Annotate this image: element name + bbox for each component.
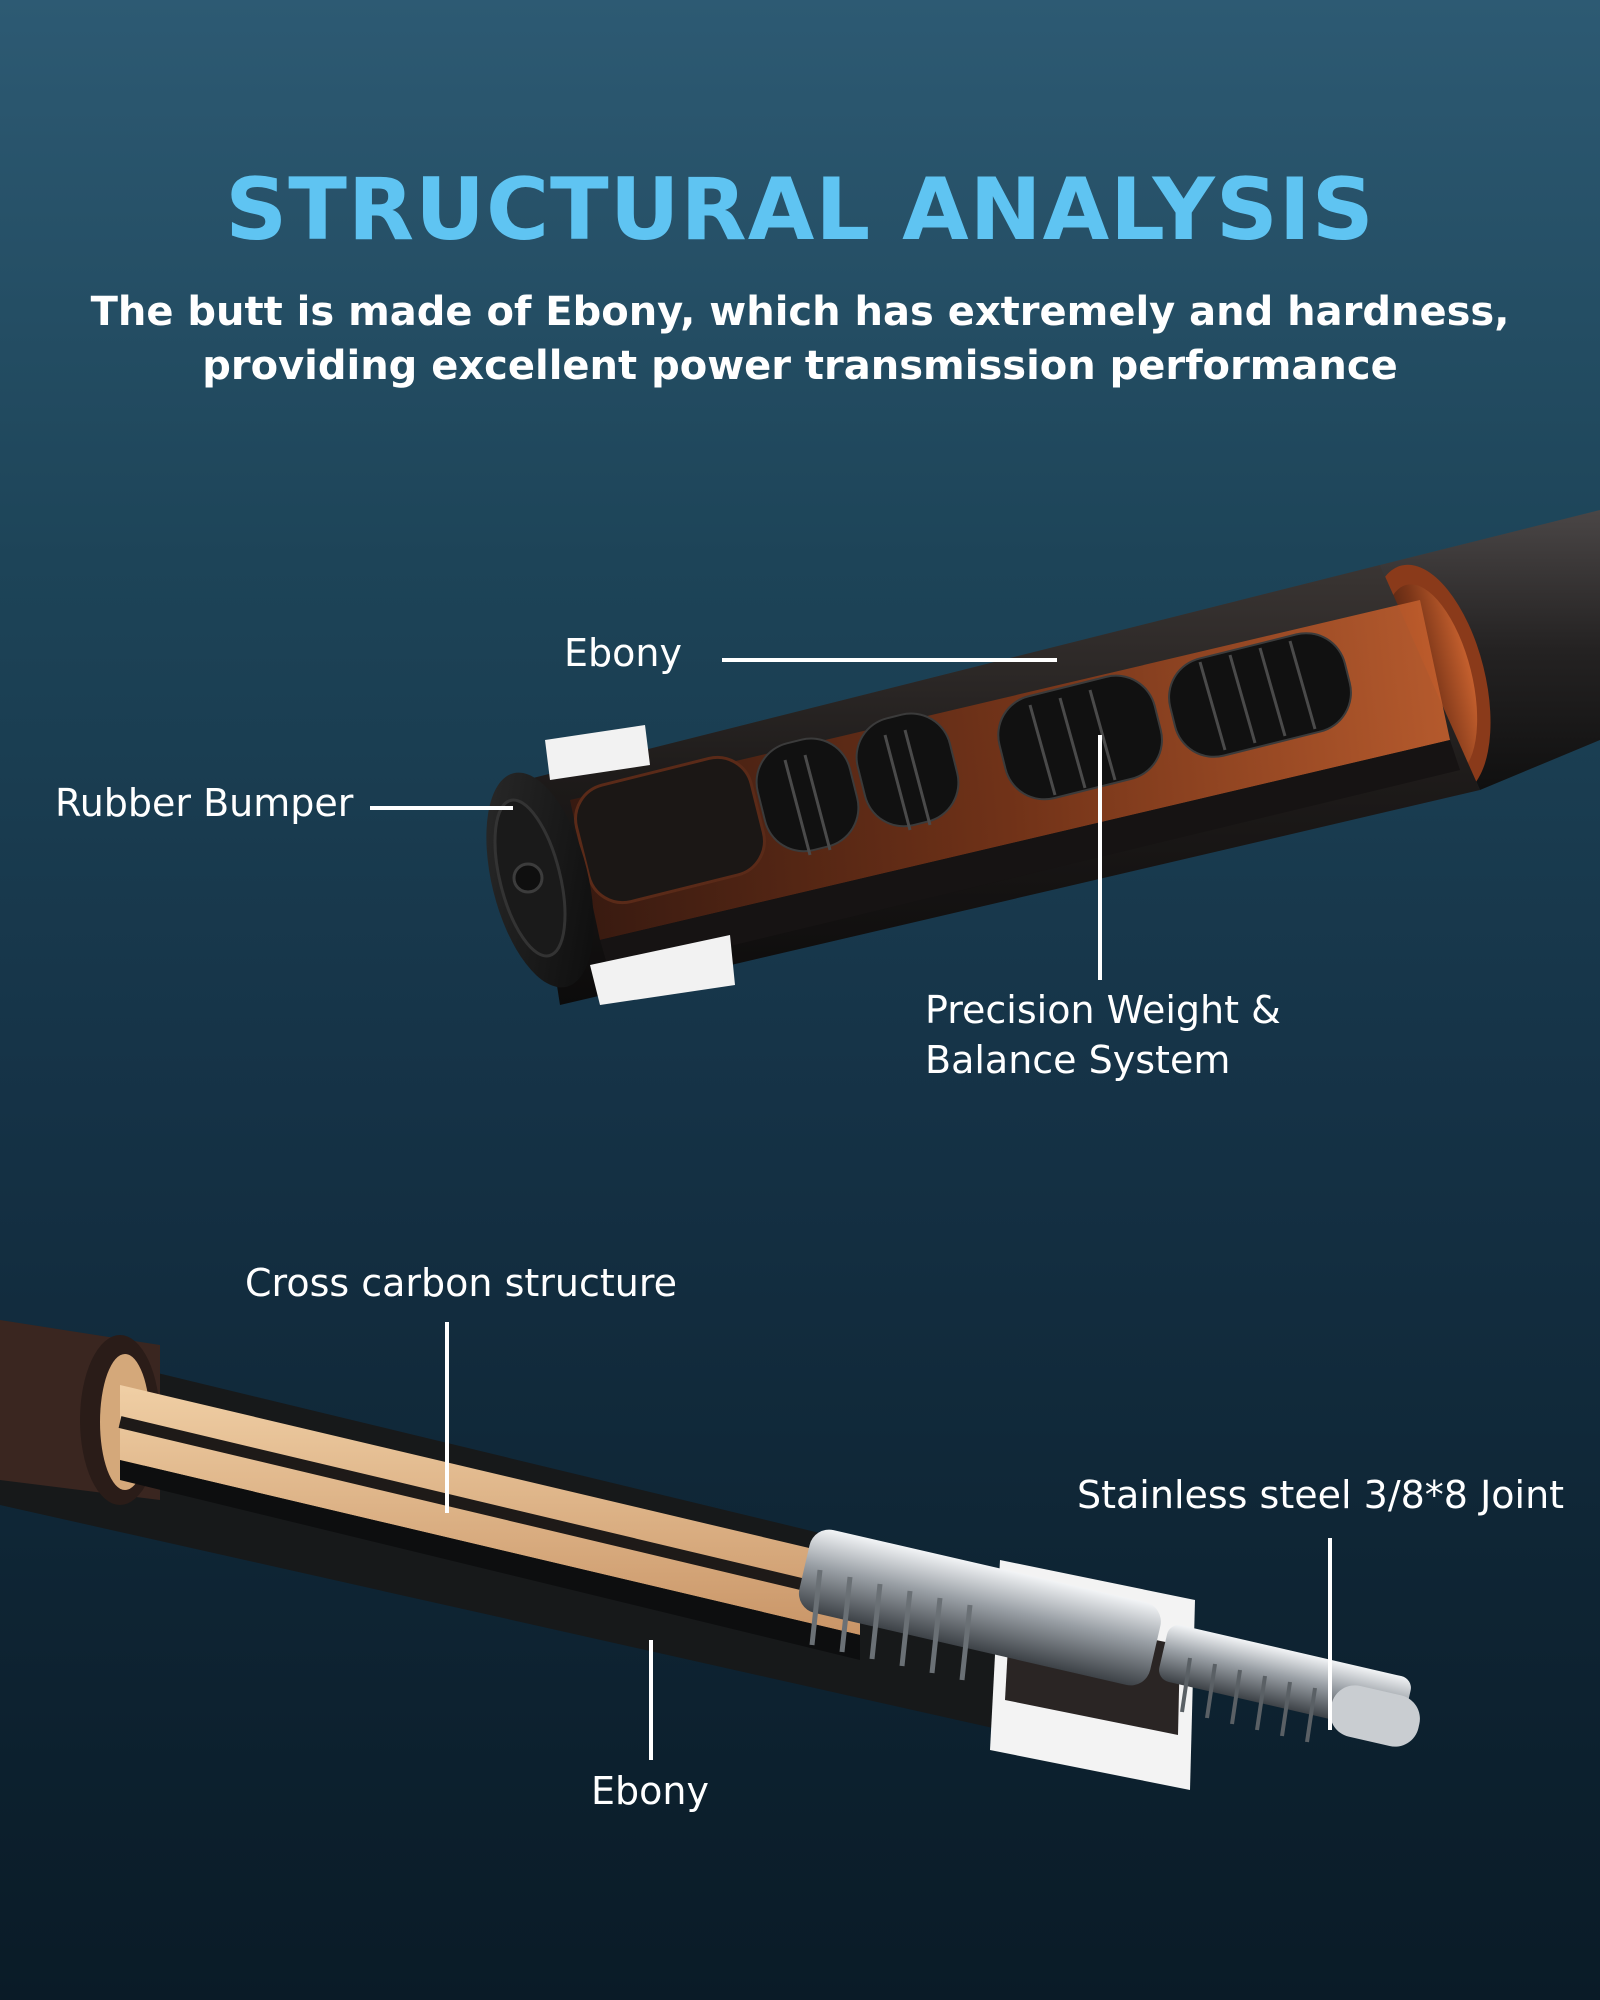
top-cue-graphic (486, 510, 1600, 1005)
leader-lines (370, 658, 1332, 1760)
bottom-cue-graphic (0, 1320, 1420, 1790)
label-precision-line-2: Balance System (925, 1038, 1231, 1082)
label-precision-line-1: Precision Weight & (925, 988, 1281, 1032)
page-title: STRUCTURAL ANALYSIS (225, 160, 1375, 260)
label-rubber-bumper: Rubber Bumper (55, 781, 354, 825)
label-ebony-bottom: Ebony (591, 1769, 709, 1813)
label-precision-weight: Precision Weight & Balance System (925, 985, 1281, 1085)
label-cross-carbon: Cross carbon structure (245, 1261, 678, 1305)
label-ebony-top: Ebony (564, 631, 682, 675)
subtitle-line-1: The butt is made of Ebony, which has ext… (90, 289, 1510, 335)
label-stainless-joint: Stainless steel 3/8*8 Joint (1077, 1473, 1565, 1517)
page-subtitle: The butt is made of Ebony, which has ext… (80, 285, 1520, 393)
subtitle-line-2: providing excellent power transmission p… (202, 343, 1398, 389)
